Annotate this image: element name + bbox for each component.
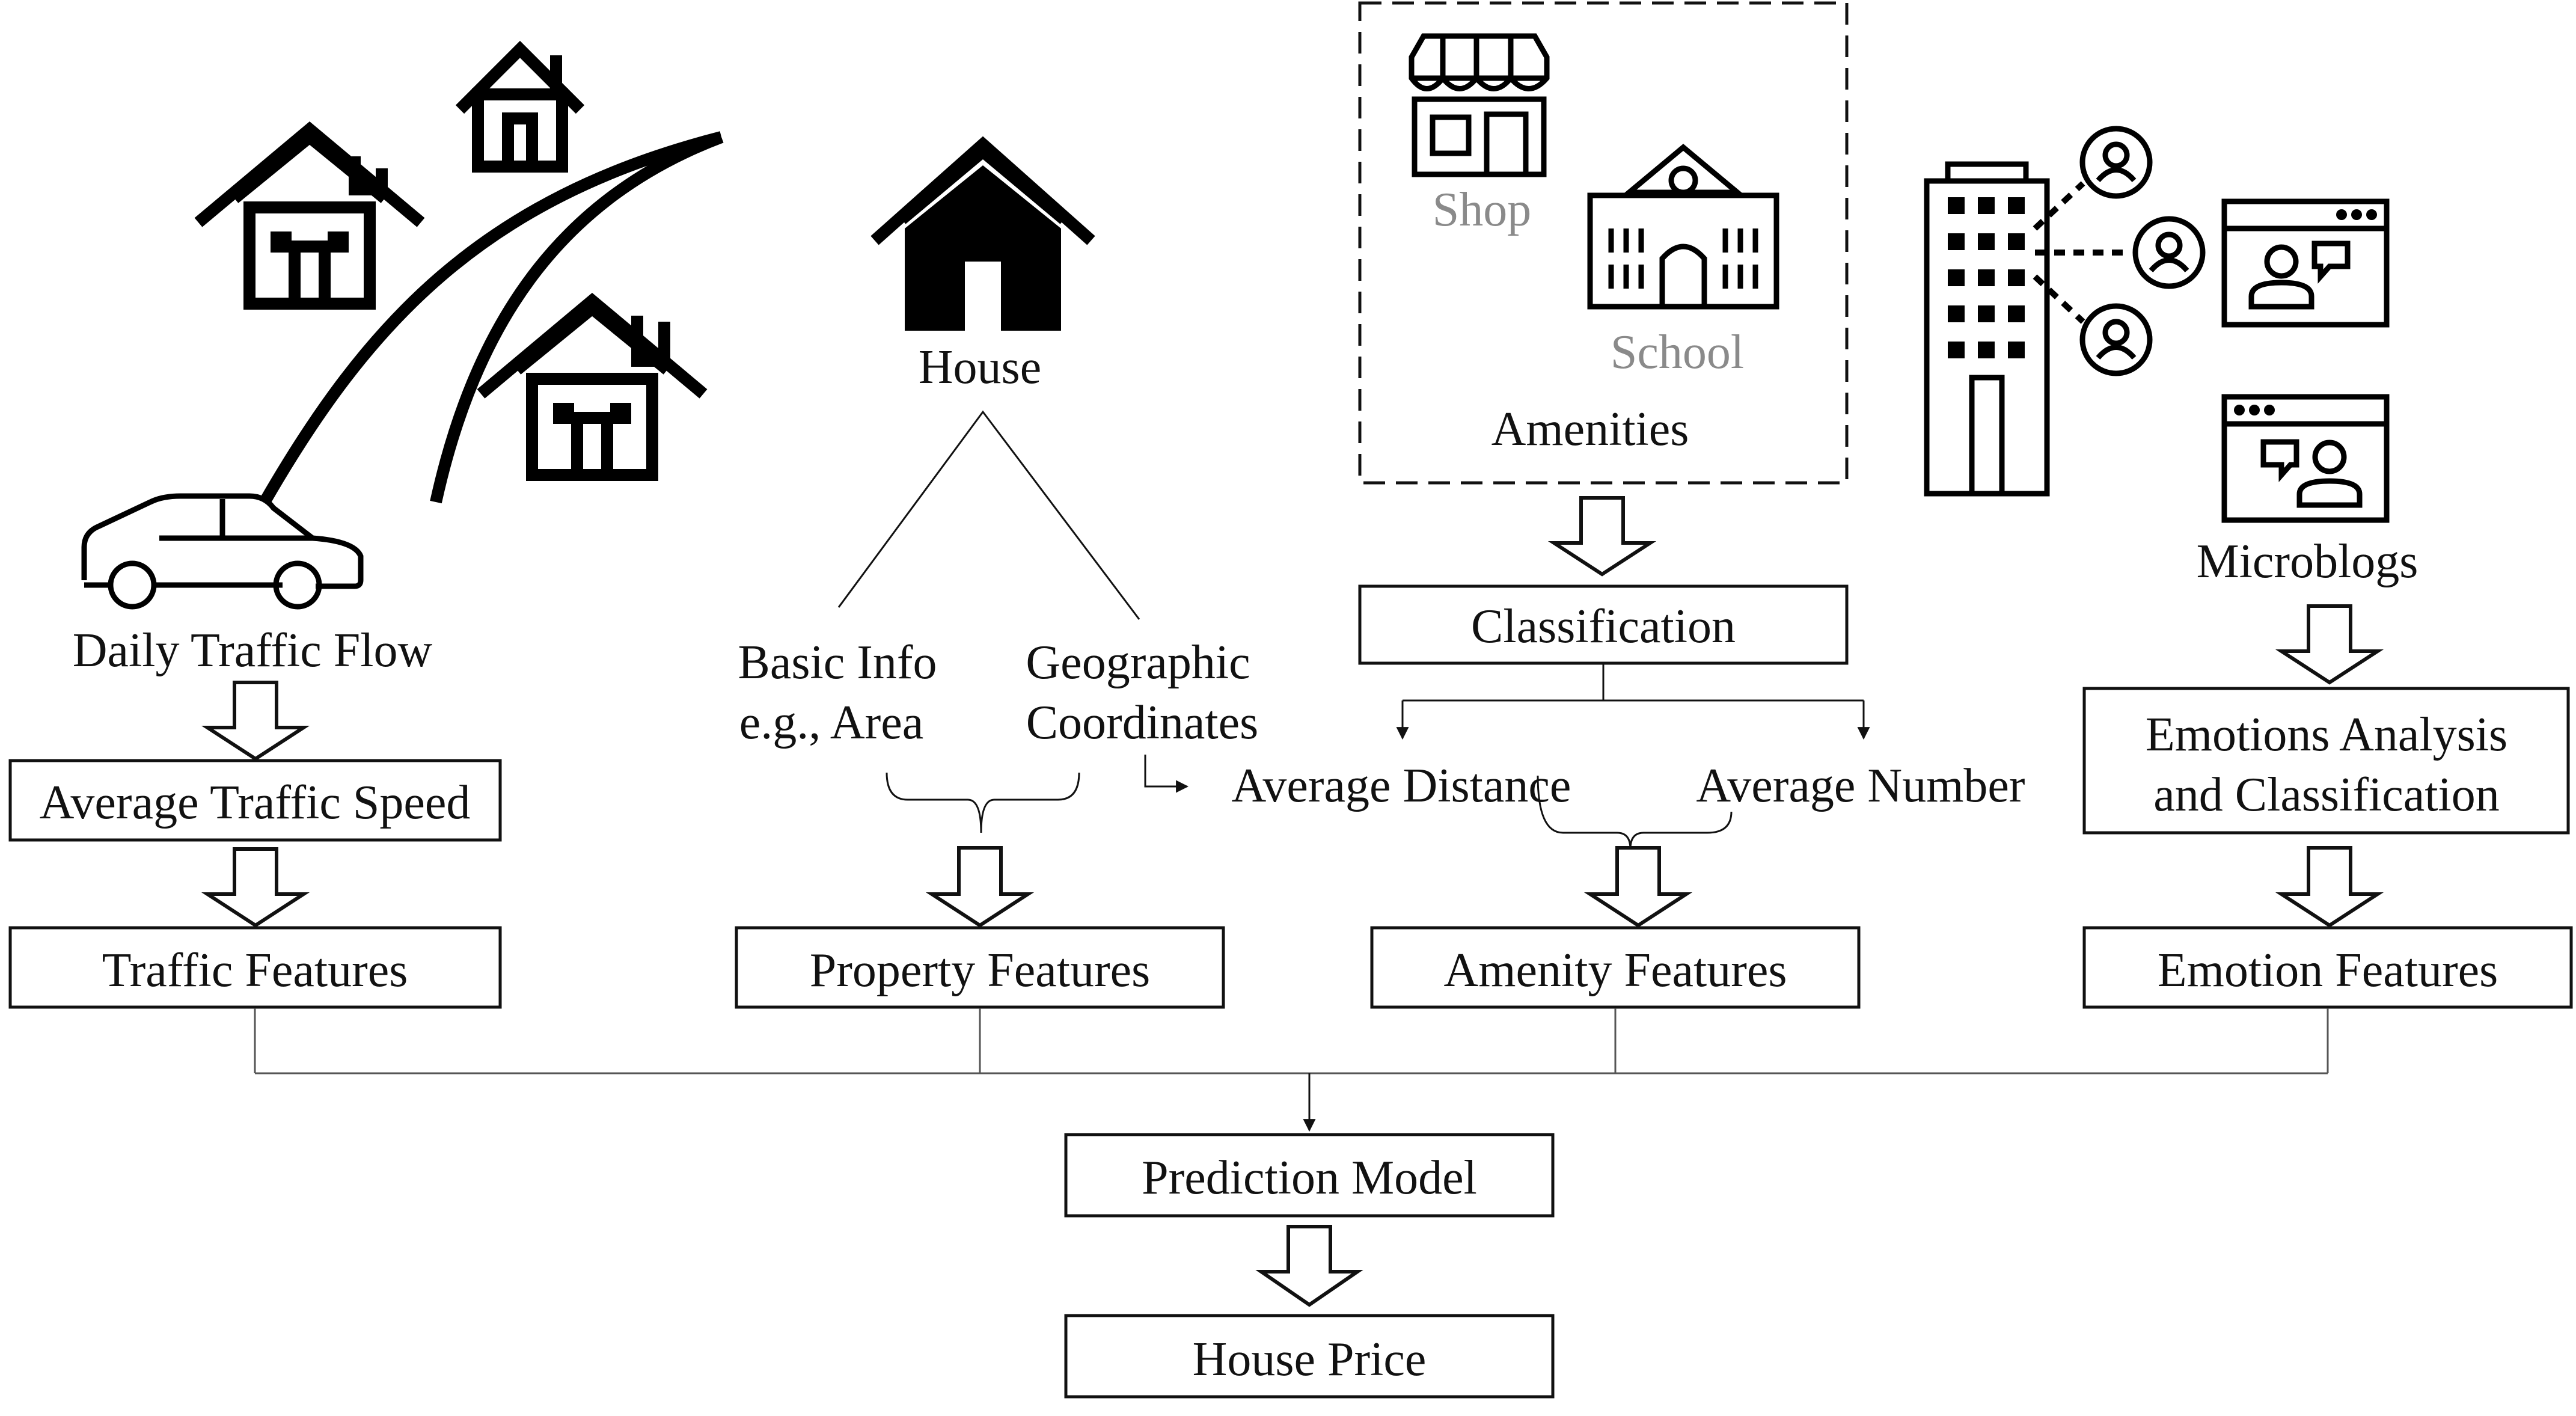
emotions-analysis-box xyxy=(2082,687,2570,835)
traffic-features-box xyxy=(8,926,502,1009)
microblogs-label: Microblogs xyxy=(2197,535,2418,588)
house-cluster-icon xyxy=(194,40,708,481)
coordinates-to-distance-arrow xyxy=(1144,755,1189,793)
avg-traffic-speed-label: Average Traffic Speed xyxy=(40,776,471,829)
amenities-group xyxy=(1358,1,1849,485)
school-label: School xyxy=(1611,326,1744,379)
avg-number-label: Average Number xyxy=(1696,759,2025,812)
emotion-features-box xyxy=(2082,926,2573,1009)
traffic-features-label: Traffic Features xyxy=(102,944,408,997)
basic-info-example-label: e.g., Area xyxy=(739,696,924,749)
amenities-label: Amenities xyxy=(1491,403,1689,456)
amenity-features-label: Amenity Features xyxy=(1444,944,1787,997)
prediction-model-box xyxy=(1064,1133,1555,1218)
property-features-box xyxy=(735,926,1225,1009)
house-price-box xyxy=(1064,1314,1555,1399)
amenity-arrow-2 xyxy=(1583,846,1693,928)
traffic-arrow-1 xyxy=(201,681,310,761)
traffic-source-label: Daily Traffic Flow xyxy=(73,624,433,677)
property-brace xyxy=(886,772,1080,833)
traffic-arrow-2 xyxy=(201,847,310,928)
property-arrow xyxy=(925,846,1035,928)
geographic-label: Geographic xyxy=(1026,636,1250,689)
basic-info-label: Basic Info xyxy=(738,636,937,689)
road-icon xyxy=(259,131,724,505)
emotions-analysis-line1: Emotions Analysis xyxy=(2146,708,2507,761)
coordinates-label: Coordinates xyxy=(1026,696,1259,749)
emotion-arrow-2 xyxy=(2275,846,2384,928)
property-features-label: Property Features xyxy=(810,944,1151,997)
model-to-price-arrow xyxy=(1255,1225,1363,1307)
emotion-features-label: Emotion Features xyxy=(2158,944,2498,997)
user-icon xyxy=(2079,126,2206,376)
school-icon xyxy=(1587,144,1779,310)
amenity-features-box xyxy=(1370,926,1861,1009)
emotion-arrow-1 xyxy=(2275,604,2384,685)
chat-window-icon xyxy=(2221,198,2390,328)
avg-distance-label: Average Distance xyxy=(1232,759,1571,812)
shop-label: Shop xyxy=(1433,183,1532,236)
emotions-analysis-line2: and Classification xyxy=(2153,768,2499,821)
avg-traffic-speed-box xyxy=(8,759,502,842)
car-icon xyxy=(81,493,364,610)
property-split-lines xyxy=(837,410,1140,620)
chat-window-icon xyxy=(2221,394,2390,523)
feature-merge-connector xyxy=(254,1008,2329,1074)
classification-label: Classification xyxy=(1471,600,1736,653)
classification-box xyxy=(1358,584,1849,665)
property-source-label: House xyxy=(919,341,1041,394)
office-building-icon xyxy=(1924,161,2050,497)
network-links xyxy=(2033,181,2131,324)
shop-icon xyxy=(1409,33,1550,177)
prediction-model-label: Prediction Model xyxy=(1142,1151,1477,1204)
amenity-arrow-1 xyxy=(1547,496,1657,577)
house-icon xyxy=(870,136,1095,331)
house-price-label: House Price xyxy=(1193,1333,1427,1386)
